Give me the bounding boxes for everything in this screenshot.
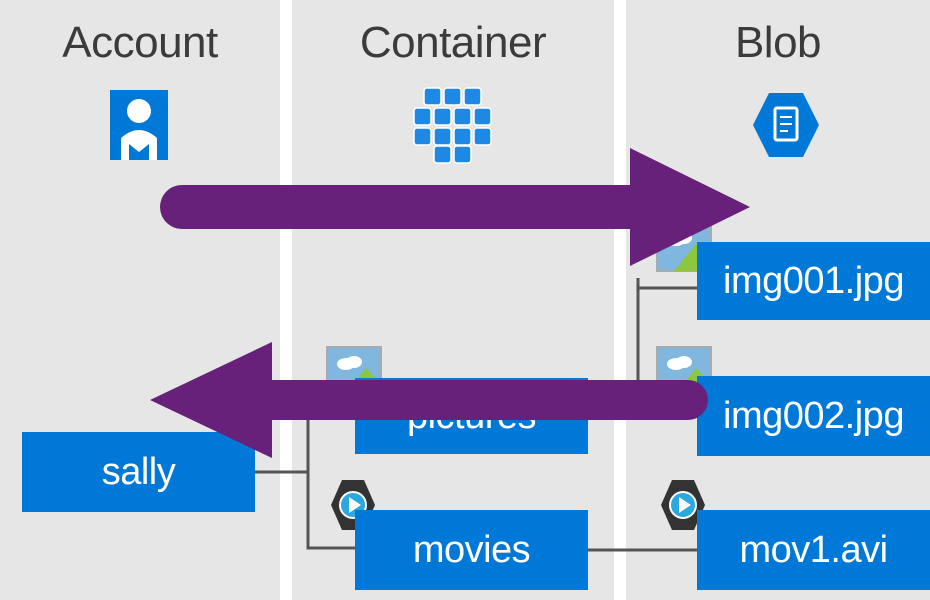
account-node-sally[interactable]: sally [22, 432, 255, 512]
blob-node-mov1[interactable]: mov1.avi [697, 510, 930, 590]
right-arrow [160, 148, 750, 266]
video-icon [661, 480, 705, 530]
blob-icon [753, 93, 819, 157]
blob-node-img001[interactable]: img001.jpg [697, 242, 930, 320]
account-icon [110, 90, 168, 160]
blob-header: Blob [734, 18, 822, 67]
container-node-movies[interactable]: movies [355, 510, 588, 590]
account-header: Account [62, 18, 218, 67]
blob-node-img002[interactable]: img002.jpg [697, 376, 930, 456]
left-arrow [150, 342, 708, 458]
container-icon [413, 87, 492, 164]
container-header: Container [359, 18, 547, 67]
